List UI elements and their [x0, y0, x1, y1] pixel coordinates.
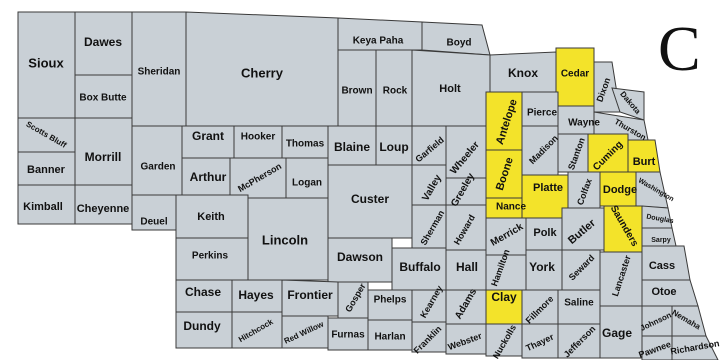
- county-label-harlan: Harlan: [374, 332, 405, 343]
- county-label-logan: Logan: [292, 178, 322, 189]
- county-label-brown: Brown: [341, 86, 372, 97]
- county-label-lincoln: Lincoln: [262, 232, 308, 247]
- county-label-gage: Gage: [602, 326, 632, 340]
- county-label-keya-paha: Keya Paha: [353, 36, 404, 47]
- county-label-cass: Cass: [649, 260, 675, 272]
- county-label-furnas: Furnas: [331, 330, 365, 341]
- county-label-hall: Hall: [456, 260, 478, 274]
- county-label-thomas: Thomas: [286, 139, 325, 150]
- county-label-holt: Holt: [439, 83, 461, 95]
- county-label-grant: Grant: [192, 129, 224, 143]
- county-label-blaine: Blaine: [334, 140, 370, 154]
- county-label-garden: Garden: [140, 162, 175, 173]
- county-label-nance: Nance: [496, 202, 526, 213]
- county-label-custer: Custer: [351, 192, 389, 206]
- county-label-perkins: Perkins: [192, 251, 229, 262]
- county-label-arthur: Arthur: [190, 170, 227, 184]
- county-label-frontier: Frontier: [287, 288, 333, 302]
- county-label-rock: Rock: [383, 86, 408, 97]
- county-label-deuel: Deuel: [140, 217, 167, 228]
- county-label-sheridan: Sheridan: [138, 67, 181, 78]
- county-label-otoe: Otoe: [651, 286, 676, 298]
- county-label-chase: Chase: [185, 285, 221, 299]
- county-label-cherry: Cherry: [241, 65, 284, 80]
- county-label-banner: Banner: [27, 164, 66, 176]
- county-label-dundy: Dundy: [183, 319, 221, 333]
- county-label-burt: Burt: [633, 156, 656, 168]
- county-label-hooker: Hooker: [241, 132, 276, 143]
- county-label-polk: Polk: [533, 227, 557, 239]
- county-label-sarpy: Sarpy: [651, 237, 671, 244]
- county-label-sioux: Sioux: [28, 55, 64, 70]
- county-label-boyd: Boyd: [447, 38, 472, 49]
- county-label-douglas: Douglas: [646, 213, 675, 225]
- county-label-morrill: Morrill: [85, 150, 122, 164]
- county-label-keith: Keith: [197, 211, 225, 223]
- county-label-hayes: Hayes: [238, 288, 274, 302]
- county-pawnee: [641, 335, 673, 360]
- county-garden: [131, 125, 183, 196]
- county-label-cheyenne: Cheyenne: [77, 203, 130, 215]
- county-label-kimball: Kimball: [23, 201, 63, 213]
- county-label-dawes: Dawes: [84, 35, 122, 49]
- county-label-dawson: Dawson: [337, 250, 383, 264]
- county-label-box-butte: Box Butte: [79, 93, 127, 104]
- county-label-york: York: [529, 260, 555, 274]
- panel-letter: C: [658, 13, 701, 84]
- county-label-cedar: Cedar: [561, 69, 589, 80]
- county-label-platte: Platte: [533, 182, 563, 194]
- county-label-pierce: Pierce: [527, 108, 557, 119]
- county-label-clay: Clay: [491, 290, 517, 304]
- county-label-wayne: Wayne: [568, 118, 600, 129]
- county-label-saline: Saline: [564, 298, 594, 309]
- county-label-phelps: Phelps: [374, 295, 407, 306]
- county-label-buffalo: Buffalo: [399, 260, 440, 274]
- county-richardson: [671, 335, 719, 360]
- county-label-loup: Loup: [379, 140, 408, 154]
- county-label-knox: Knox: [508, 66, 538, 80]
- county-label-dodge: Dodge: [603, 184, 637, 196]
